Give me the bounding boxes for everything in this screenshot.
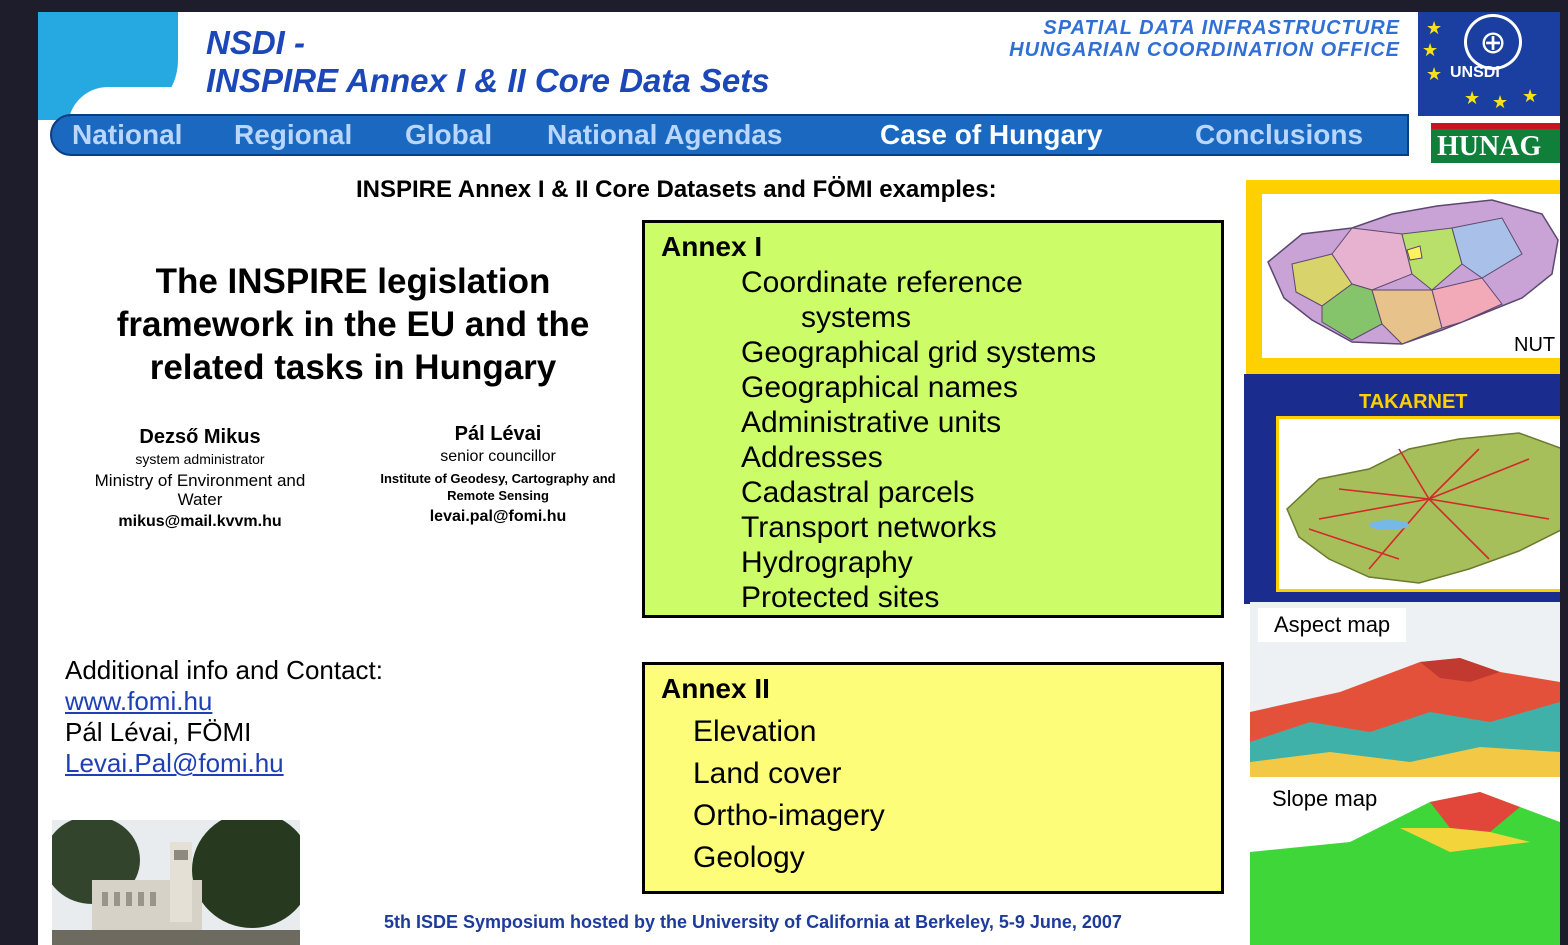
nuts-map-panel xyxy=(1246,180,1560,374)
section-subtitle: INSPIRE Annex I & II Core Datasets and F… xyxy=(356,176,997,203)
footer-text: 5th ISDE Symposium hosted by the Univers… xyxy=(384,912,1122,932)
list-item: Addresses xyxy=(741,441,883,474)
campus-photo xyxy=(52,820,300,945)
annex1-box: Annex I Coordinate reference systems Geo… xyxy=(642,220,1224,618)
annex2-list: Elevation Land cover Ortho-imagery Geolo… xyxy=(693,711,885,879)
office-name-line1: SPATIAL DATA INFRASTRUCTURE xyxy=(1043,17,1400,39)
slide: NSDI - INSPIRE Annex I & II Core Data Se… xyxy=(38,12,1560,945)
un-globe-icon: ⊕ xyxy=(1464,14,1522,70)
contact-heading: Additional info and Contact: xyxy=(65,655,383,685)
paper-title-line2: framework in the EU and the xyxy=(116,305,590,344)
takarnet-label: TAKARNET xyxy=(1359,391,1468,413)
author-role: system administrator xyxy=(135,451,265,467)
list-item: Land cover xyxy=(693,757,842,790)
author-card: Dezső Mikus system administrator Ministr… xyxy=(80,426,320,531)
office-name: SPATIAL DATA INFRASTRUCTURE HUNGARIAN CO… xyxy=(1009,17,1400,61)
unsdi-label: UNSDI xyxy=(1450,64,1500,81)
contact-person: Pál Lévai, FÖMI xyxy=(65,717,252,747)
takarnet-map-frame xyxy=(1276,416,1560,592)
nav-item-conclusions[interactable]: Conclusions xyxy=(1195,119,1364,150)
author-organization: Institute of Geodesy, Cartography and Re… xyxy=(380,471,616,503)
star-icon: ★ xyxy=(1426,18,1443,38)
star-icon: ★ xyxy=(1464,88,1481,108)
terrain-maps xyxy=(1250,602,1560,945)
author-card: Pál Lévai senior councillor Institute of… xyxy=(370,423,626,526)
annex1-list: Coordinate reference systems Geographica… xyxy=(741,265,1096,615)
author-email: mikus@mail.kvvm.hu xyxy=(118,513,282,530)
office-name-line2: HUNGARIAN COORDINATION OFFICE xyxy=(1009,39,1400,61)
nuts-map-frame xyxy=(1262,194,1560,358)
author-name: Pál Lévai xyxy=(454,423,542,445)
nav-item-national[interactable]: National xyxy=(72,119,183,150)
nav-item-national-agendas[interactable]: National Agendas xyxy=(547,119,783,150)
star-icon: ★ xyxy=(1522,86,1539,106)
contact-email-link[interactable]: Levai.Pal@fomi.hu xyxy=(65,748,284,778)
nav-bar: National Regional Global National Agenda… xyxy=(50,114,1409,156)
list-item: Geographical names xyxy=(741,371,1018,404)
author-name: Dezső Mikus xyxy=(139,426,261,448)
list-item: Ortho-imagery xyxy=(693,799,885,832)
list-item: Geology xyxy=(693,841,805,874)
nuts-map-label: NUT xyxy=(1514,334,1556,356)
slope-map-label: Slope map xyxy=(1256,782,1394,816)
star-icon: ★ xyxy=(1422,40,1439,60)
paper-title-line3: related tasks in Hungary xyxy=(149,348,557,387)
author-organization: Ministry of Environment and Water xyxy=(94,471,306,509)
author-role: senior councillor xyxy=(440,448,556,465)
list-item: Protected sites xyxy=(741,581,940,614)
nav-item-case-of-hungary[interactable]: Case of Hungary xyxy=(880,119,1103,150)
nav-item-global[interactable]: Global xyxy=(405,119,493,150)
takarnet-panel: TAKARNET xyxy=(1244,374,1560,604)
contact-block: Additional info and Contact: www.fomi.hu… xyxy=(65,655,383,779)
star-icon: ★ xyxy=(1426,64,1443,84)
list-item: Administrative units xyxy=(741,406,1002,439)
star-icon: ★ xyxy=(1492,92,1509,112)
list-item: Elevation xyxy=(693,715,817,748)
list-item: systems xyxy=(801,301,912,334)
author-email: levai.pal@fomi.hu xyxy=(429,508,567,525)
nav-item-regional[interactable]: Regional xyxy=(234,119,353,150)
annex2-heading: Annex II xyxy=(661,673,770,704)
list-item: Geographical grid systems xyxy=(741,336,1097,369)
list-item: Coordinate reference xyxy=(741,266,1023,299)
list-item: Cadastral parcels xyxy=(741,476,975,509)
list-item: Hydrography xyxy=(741,546,913,579)
website-link[interactable]: www.fomi.hu xyxy=(65,686,213,716)
list-item: Transport networks xyxy=(741,511,997,544)
slide-title-line2: INSPIRE Annex I & II Core Data Sets xyxy=(206,62,770,99)
slide-title-line1: NSDI - xyxy=(206,24,305,61)
aspect-map-label: Aspect map xyxy=(1258,608,1407,642)
annex1-heading: Annex I xyxy=(661,231,763,262)
paper-title: The INSPIRE legislation framework in the… xyxy=(68,260,638,389)
annex2-box: Annex II Elevation Land cover Ortho-imag… xyxy=(642,662,1224,894)
hunag-logo: HUNAG xyxy=(1431,123,1560,163)
paper-title-line1: The INSPIRE legislation xyxy=(155,262,551,301)
unsdi-logo: ⊕ ★ ★ ★ ★ ★ ★ UNSDI xyxy=(1418,12,1560,116)
